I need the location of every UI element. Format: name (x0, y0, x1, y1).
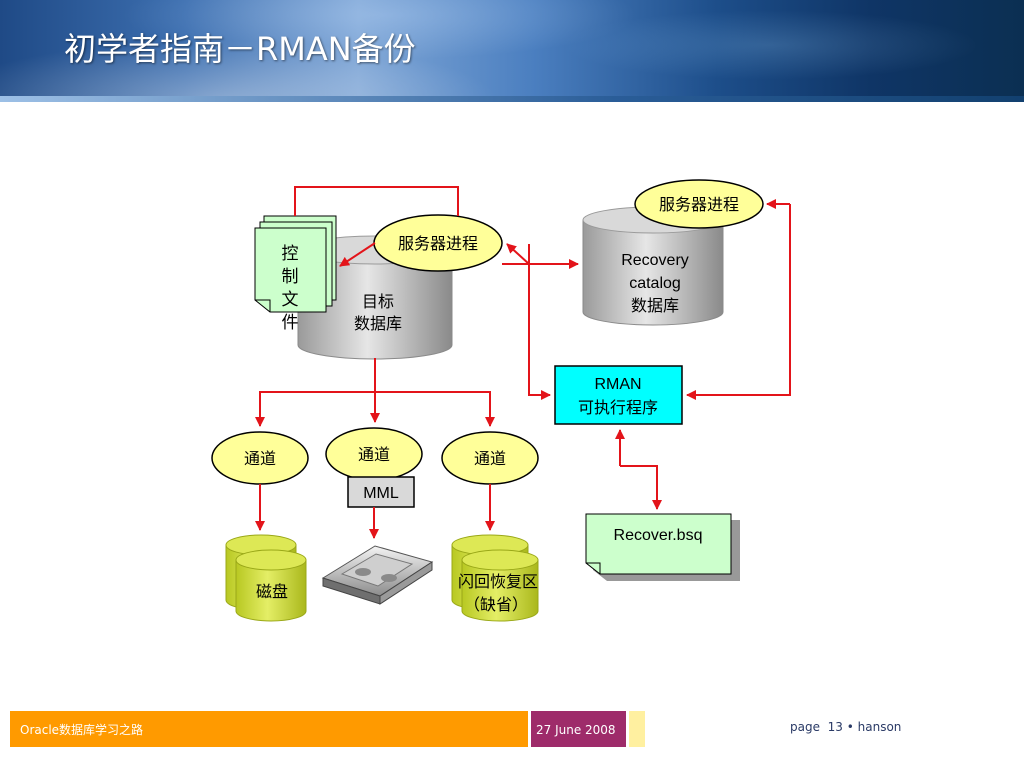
disk-label: 磁盘 (256, 582, 288, 601)
slide-title: 初学者指南－RMAN备份 (64, 30, 416, 68)
control-file-char-2: 制 (282, 267, 299, 287)
server-process-catalog-ellipse (634, 179, 764, 229)
recover-bsq-label: Recover.bsq (614, 527, 703, 544)
mml-box (347, 476, 415, 508)
channel-2-label: 通道 (358, 445, 390, 464)
footer-course-bar: Oracle数据库学习之路 (10, 711, 528, 747)
arrow-rman-to-recover (620, 465, 662, 510)
footer-course-title: Oracle数据库学习之路 (20, 723, 144, 737)
arrow-server-to-rman (528, 244, 551, 400)
page-label: page (790, 720, 820, 734)
arrow-catalog-server-to-rman (686, 204, 791, 400)
flash-recovery-area-icon (451, 534, 539, 622)
rman-executable-box (554, 365, 683, 425)
author-name: hanson (857, 720, 902, 734)
footer-accent-block (629, 711, 645, 747)
arrow-catalog-to-server (506, 243, 530, 265)
recovery-catalog-label-line2: catalog (629, 275, 681, 292)
target-db-label-line1: 目标 (362, 292, 394, 311)
server-process-target-label: 服务器进程 (398, 234, 478, 253)
rman-executable-label: 可执行程序 (578, 398, 658, 417)
control-file-char-4: 件 (282, 313, 299, 333)
flash-recovery-label-line1: 闪回恢复区 (458, 572, 538, 591)
channel-3-label: 通道 (474, 449, 506, 468)
flash-recovery-label-line2: （缺省） (464, 595, 528, 614)
target-db-label-line2: 数据库 (354, 314, 402, 333)
recover-bsq-document-icon (585, 513, 740, 581)
rman-label: RMAN (594, 376, 641, 393)
channel-1-label: 通道 (244, 449, 276, 468)
arrow-server-to-controlfile (339, 242, 376, 267)
server-process-catalog-label: 服务器进程 (659, 195, 739, 214)
control-file-icon (254, 215, 337, 313)
disk-icon (225, 534, 307, 622)
control-file-char-1: 控 (282, 244, 299, 264)
recovery-catalog-label-line3: 数据库 (631, 296, 679, 315)
page-number: 13 (827, 720, 843, 734)
footer-date: 27 June 2008 (536, 723, 616, 737)
footer-page-info: page 13 • hanson (790, 720, 901, 734)
control-file-char-3: 文 (282, 290, 299, 310)
footer-separator: • (846, 720, 854, 734)
slide-header-banner (0, 0, 1024, 102)
mml-label: MML (363, 485, 399, 502)
arrow-db-to-channel-1 (255, 391, 375, 427)
tape-cartridge-icon (321, 545, 434, 605)
footer-date-box: 27 June 2008 (531, 711, 626, 747)
connector-controlfile-top (294, 186, 459, 216)
arrow-db-to-channel-3 (375, 391, 495, 427)
recovery-catalog-label-line1: Recovery (621, 252, 689, 269)
